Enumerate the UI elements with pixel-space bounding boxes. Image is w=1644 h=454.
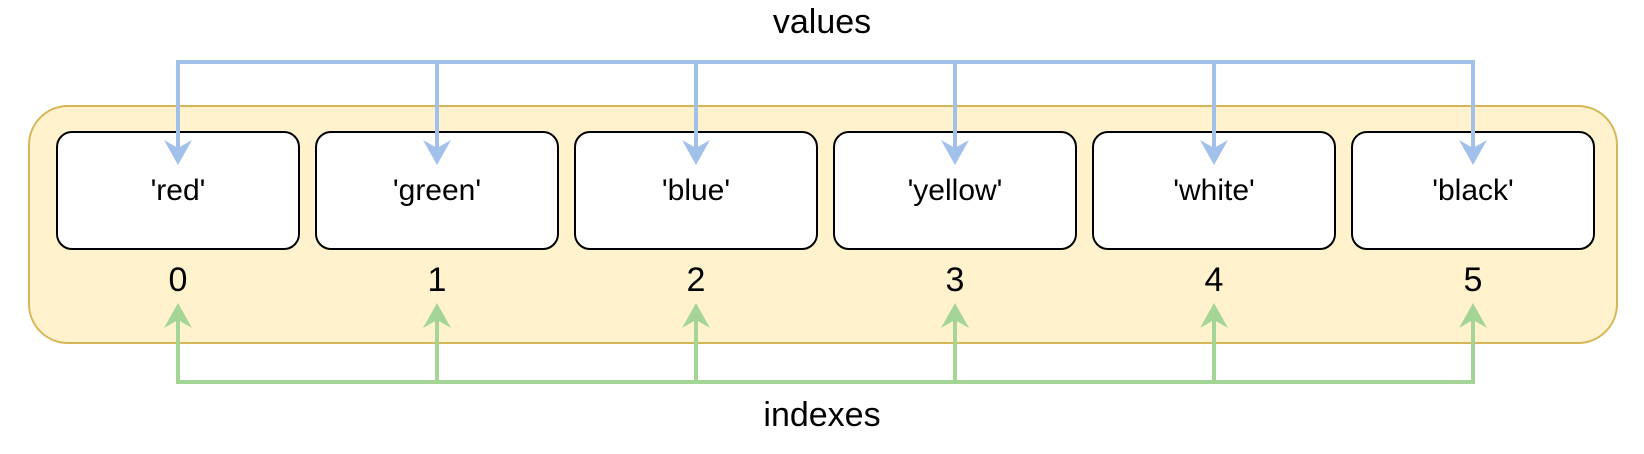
- values-label: values: [772, 3, 872, 41]
- value-box-1: 'green': [315, 131, 559, 250]
- value-text: 'white': [1173, 173, 1255, 207]
- value-box-5: 'black': [1351, 131, 1595, 250]
- value-box-3: 'yellow': [833, 131, 1077, 250]
- indexes-label: indexes: [763, 396, 881, 434]
- index-label-0: 0: [168, 261, 188, 299]
- index-label-5: 5: [1463, 261, 1483, 299]
- index-label-3: 3: [945, 261, 965, 299]
- value-box-2: 'blue': [574, 131, 818, 250]
- value-text: 'black': [1432, 173, 1514, 207]
- value-box-0: 'red': [56, 131, 300, 250]
- index-label-2: 2: [686, 261, 706, 299]
- value-text: 'yellow': [907, 173, 1003, 207]
- index-label-4: 4: [1204, 261, 1224, 299]
- value-text: 'green': [392, 173, 482, 207]
- index-label-1: 1: [427, 261, 447, 299]
- value-text: 'blue': [661, 173, 731, 207]
- value-text: 'red': [150, 173, 206, 207]
- value-box-4: 'white': [1092, 131, 1336, 250]
